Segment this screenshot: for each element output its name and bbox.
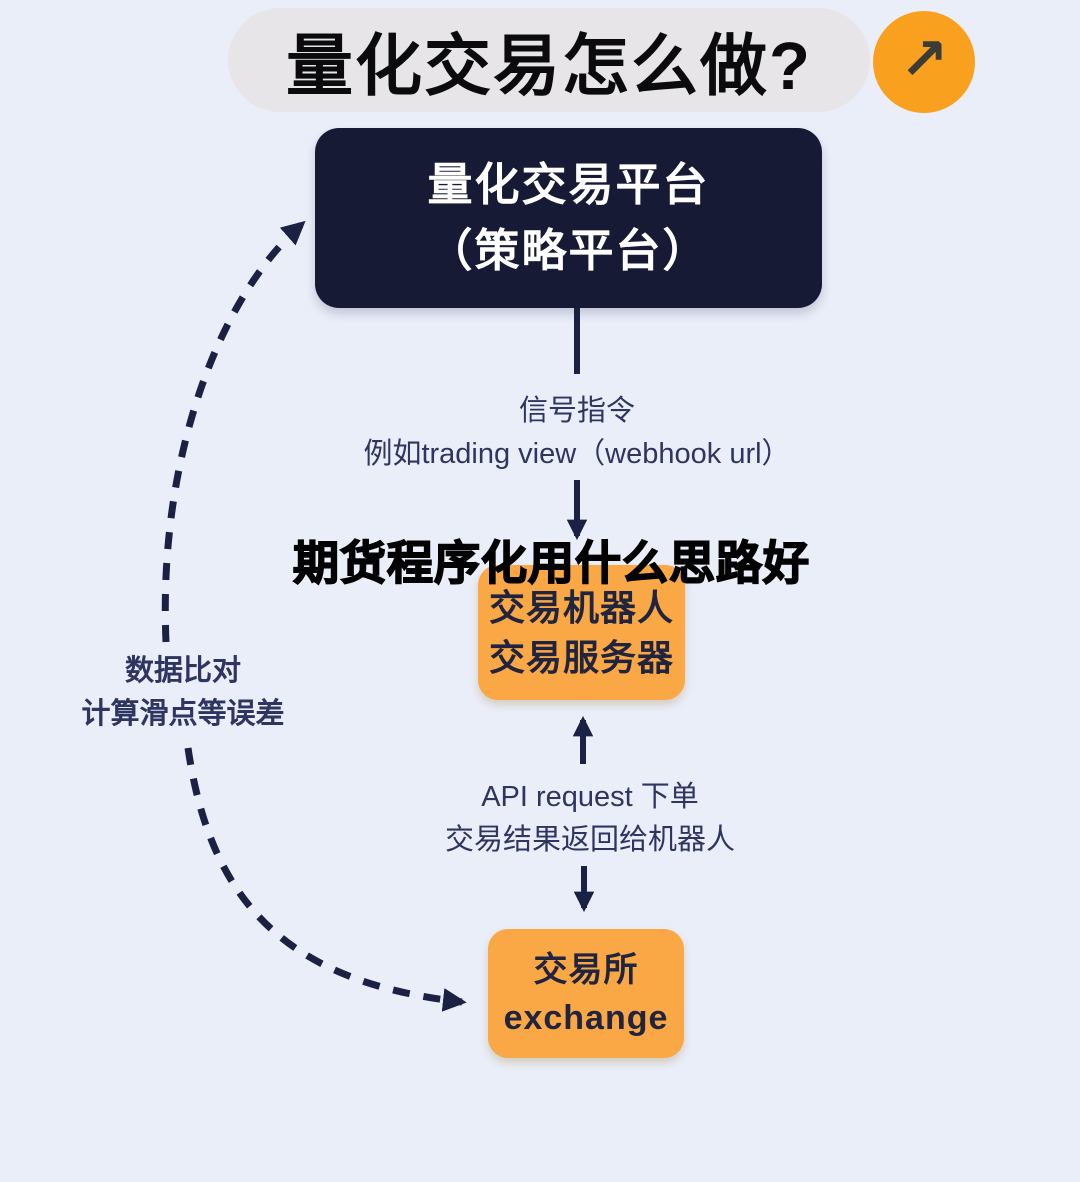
edge-feedback-upper: [161, 220, 306, 643]
arrow-up-right-icon: ↗: [899, 27, 949, 92]
page-title-pill: 量化交易怎么做?: [228, 8, 870, 112]
node-trading-robot-line2: 交易服务器: [488, 636, 674, 678]
label-api-request: API request 下单 交易结果返回给机器人: [0, 776, 1080, 862]
node-exchange-line1: 交易所: [533, 950, 639, 989]
node-quant-platform: 量化交易平台 （策略平台）: [315, 128, 822, 308]
label-signal: 信号指令 例如trading view（webhook url）: [0, 390, 1080, 476]
label-signal-line1: 信号指令: [518, 395, 635, 427]
label-data-feedback-line2: 计算滑点等误差: [81, 698, 285, 730]
label-api-request-line1: API request 下单: [481, 781, 699, 813]
node-trading-robot-line1: 交易机器人: [488, 586, 674, 628]
node-quant-platform-line2: （策略平台）: [427, 225, 710, 276]
node-exchange-line2: exchange: [503, 998, 669, 1037]
node-trading-robot: 交易机器人 交易服务器: [478, 565, 685, 700]
node-quant-platform-line1: 量化交易平台: [427, 159, 710, 210]
label-signal-line2: 例如trading view（webhook url）: [363, 438, 791, 470]
edge-feedback-lower: [184, 747, 467, 1012]
overlay-caption: 期货程序化用什么思路好: [292, 536, 810, 590]
label-data-feedback-line1: 数据比对: [124, 655, 241, 687]
label-data-feedback: 数据比对 计算滑点等误差: [33, 650, 333, 736]
page-title: 量化交易怎么做?: [286, 28, 812, 104]
share-button[interactable]: ↗: [873, 11, 975, 113]
node-exchange: 交易所 exchange: [488, 929, 684, 1058]
label-api-request-line2: 交易结果返回给机器人: [444, 824, 735, 856]
